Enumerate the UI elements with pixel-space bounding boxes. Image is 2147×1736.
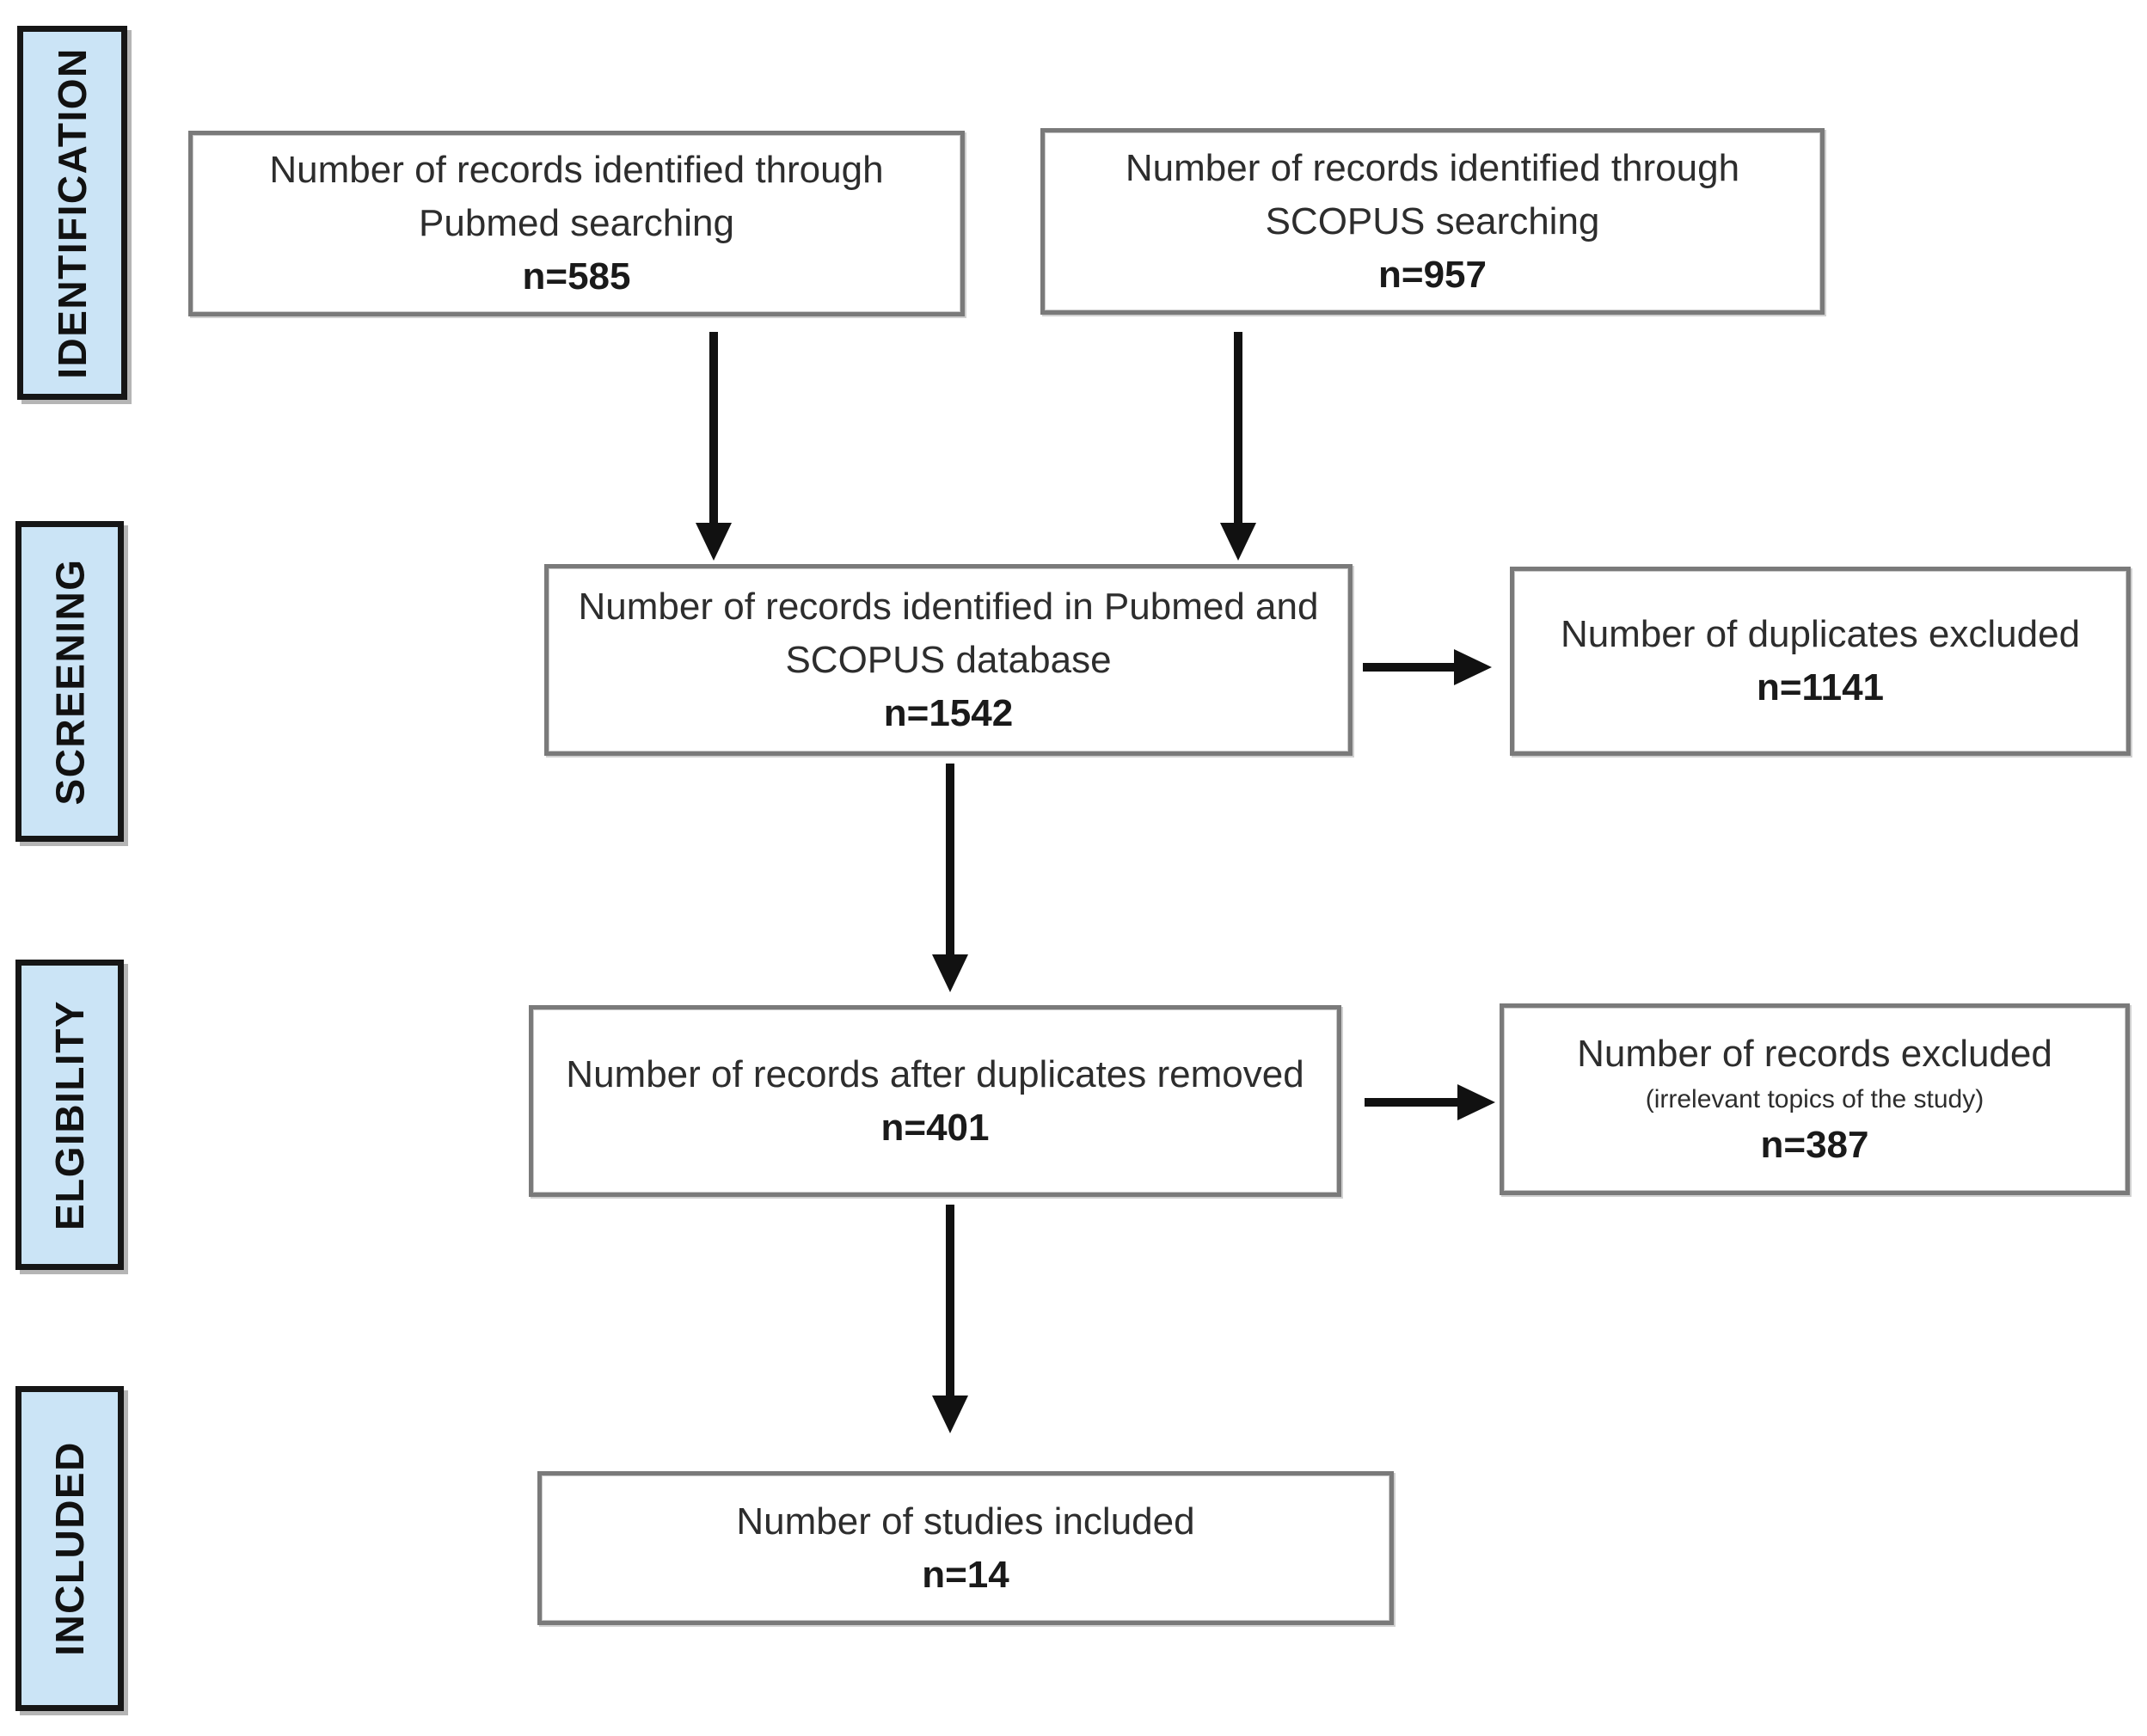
box-excluded-line1: Number of records excluded <box>1577 1032 2052 1075</box>
box-excluded-count: n=387 <box>1760 1123 1869 1166</box>
box-duplicates-excluded: Number of duplicates excluded n=1141 <box>1510 567 2131 756</box>
stage-eligibility-label: ELGIBILITY <box>47 999 92 1230</box>
arrow-down-icon <box>696 523 732 561</box>
box-pubmed-records: Number of records identified through Pub… <box>188 131 965 316</box>
stage-screening-label: SCREENING <box>47 558 93 805</box>
box-included-line1: Number of studies included <box>736 1500 1195 1543</box>
box-combined-line2: SCOPUS database <box>785 638 1112 681</box>
arrow-shaft <box>1365 1098 1461 1107</box>
arrow-down-icon <box>932 1396 968 1433</box>
stage-included: INCLUDED <box>15 1386 124 1711</box>
stage-identification-label: IDENTIFICATION <box>50 46 95 379</box>
stage-screening: SCREENING <box>15 521 124 842</box>
arrow-down-icon <box>932 954 968 992</box>
box-combined-records: Number of records identified in Pubmed a… <box>544 564 1353 756</box>
box-pubmed-count: n=585 <box>522 255 631 298</box>
box-scopus-count: n=957 <box>1378 253 1487 296</box>
stage-identification: IDENTIFICATION <box>17 26 127 400</box>
box-scopus-line2: SCOPUS searching <box>1265 199 1600 242</box>
box-studies-included: Number of studies included n=14 <box>537 1471 1394 1625</box>
arrow-scopus-to-combined <box>1220 332 1256 561</box>
arrow-combined-to-afterdup <box>932 764 968 992</box>
box-excluded-reason: (irrelevant topics of the study) <box>1645 1084 1984 1113</box>
arrow-shaft <box>946 764 954 958</box>
arrow-shaft <box>709 332 718 526</box>
box-afterdup-count: n=401 <box>880 1106 990 1149</box>
box-scopus-line1: Number of records identified through <box>1125 146 1740 189</box>
box-duplicates-count: n=1141 <box>1756 666 1885 709</box>
stage-eligibility: ELGIBILITY <box>15 960 124 1270</box>
arrow-pubmed-to-combined <box>696 332 732 561</box>
arrow-right-icon <box>1457 1084 1495 1120</box>
box-scopus-records: Number of records identified through SCO… <box>1040 128 1825 315</box>
arrow-shaft <box>946 1205 954 1399</box>
arrow-afterdup-to-included <box>932 1205 968 1433</box>
box-afterdup-line1: Number of records after duplicates remov… <box>566 1052 1304 1095</box>
box-records-excluded: Number of records excluded (irrelevant t… <box>1500 1003 2130 1195</box>
box-combined-line1: Number of records identified in Pubmed a… <box>578 585 1319 628</box>
arrow-shaft <box>1363 663 1457 672</box>
box-after-duplicates-removed: Number of records after duplicates remov… <box>529 1005 1341 1197</box>
box-included-count: n=14 <box>922 1553 1009 1596</box>
arrow-afterdup-to-excluded <box>1365 1084 1495 1120</box>
box-duplicates-line1: Number of duplicates excluded <box>1560 613 2081 655</box>
arrow-down-icon <box>1220 523 1256 561</box>
box-combined-count: n=1542 <box>883 691 1014 734</box>
arrow-shaft <box>1234 332 1242 526</box>
arrow-right-icon <box>1454 649 1492 685</box>
box-pubmed-line2: Pubmed searching <box>419 202 734 244</box>
arrow-combined-to-duplicates <box>1363 649 1492 685</box>
box-pubmed-line1: Number of records identified through <box>269 149 884 191</box>
stage-included-label: INCLUDED <box>47 1441 93 1656</box>
